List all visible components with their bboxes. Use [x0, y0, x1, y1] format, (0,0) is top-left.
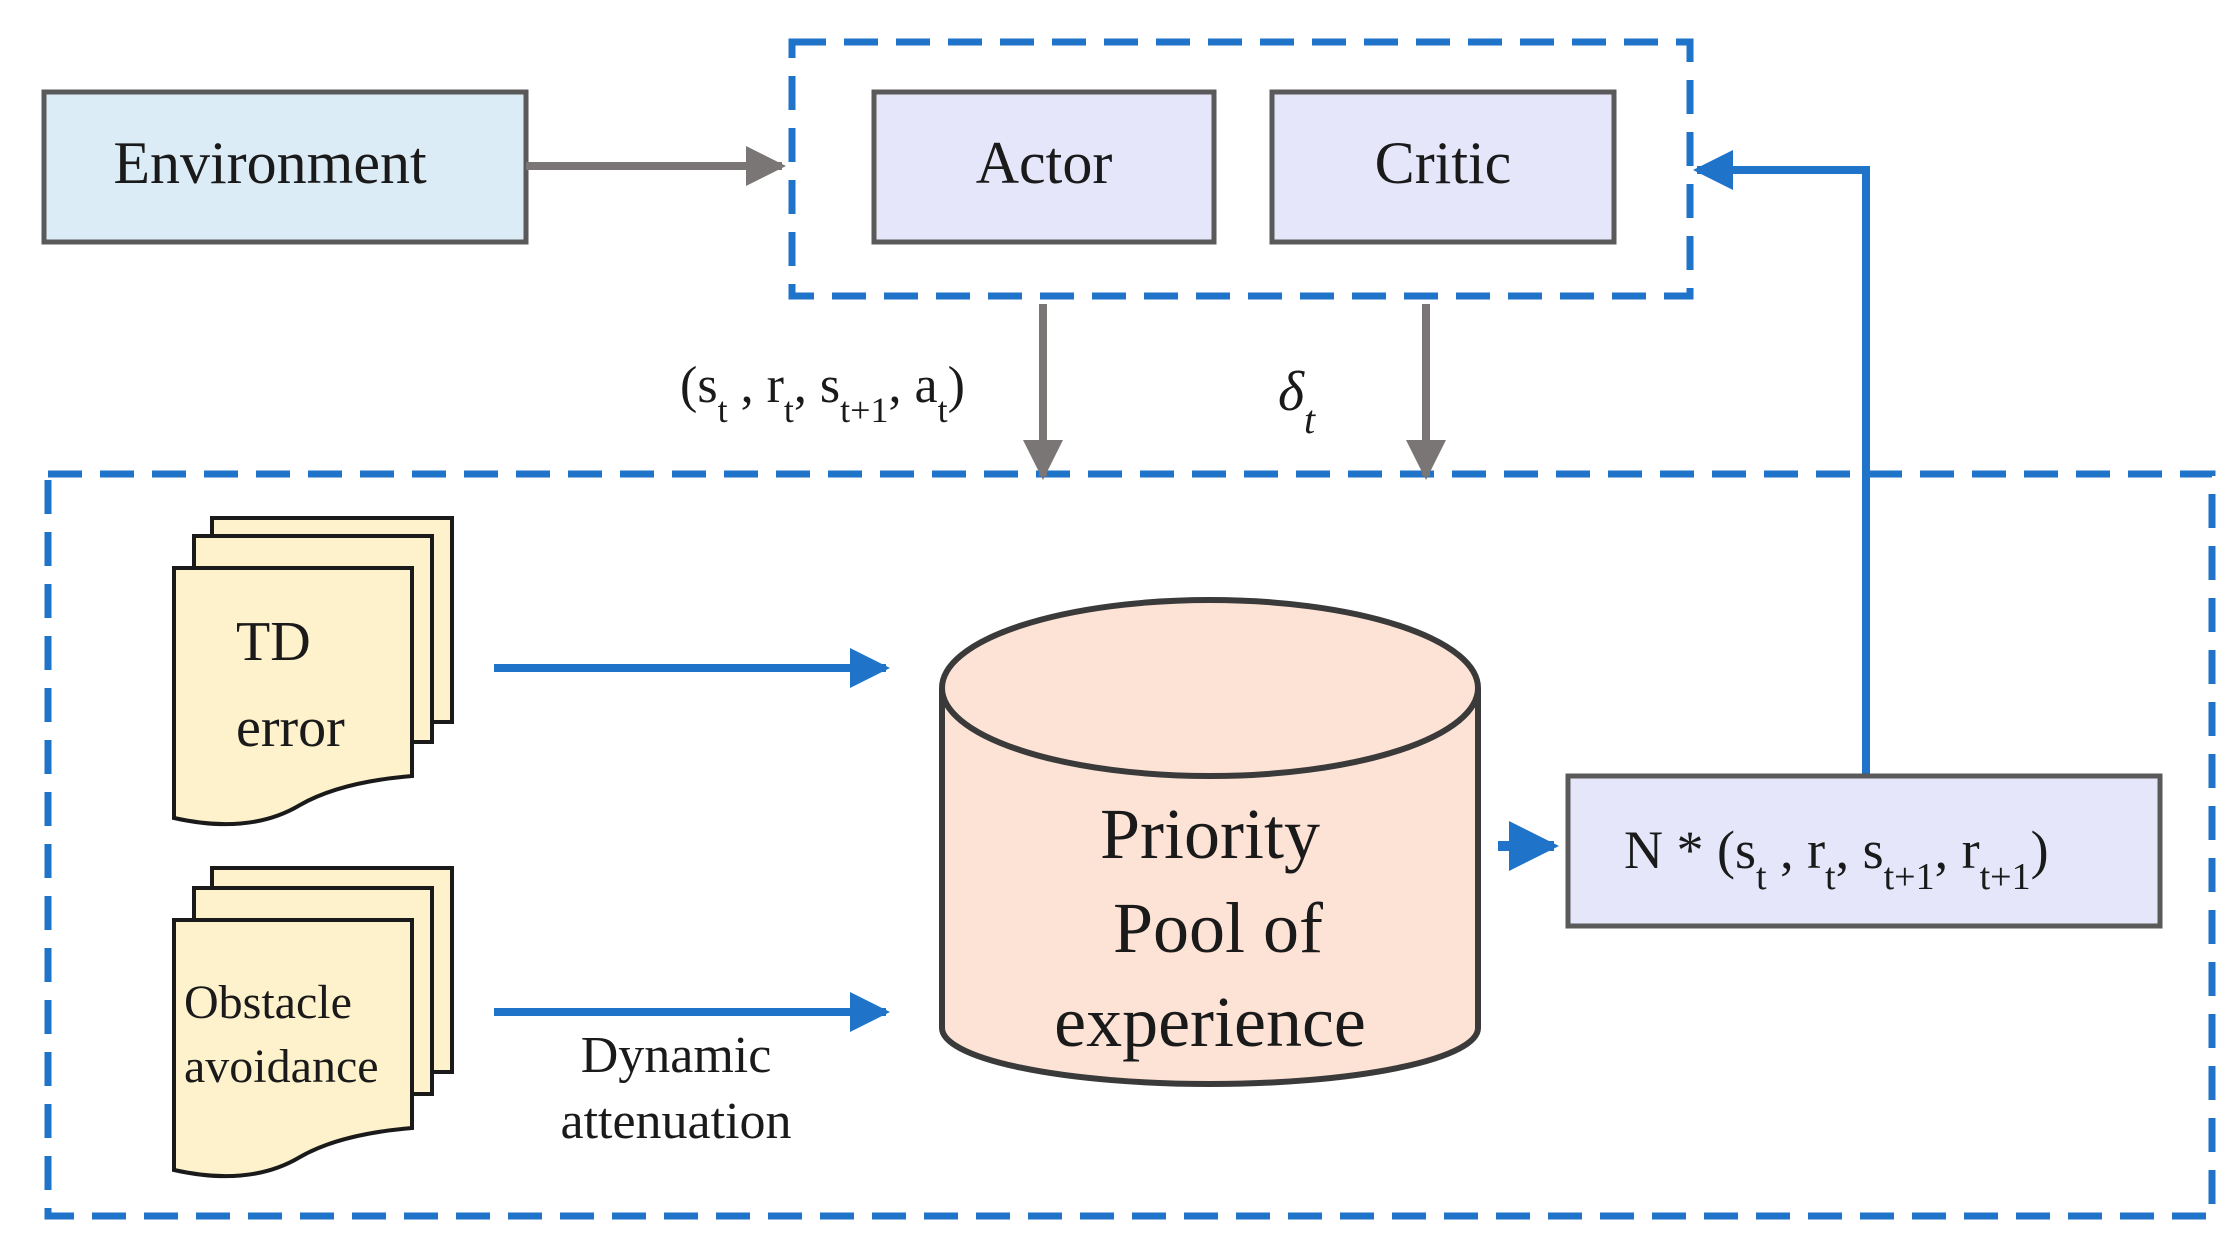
critic-node: Critic: [1269, 89, 1617, 245]
dynamic-attenuation-line-1: Dynamic: [581, 1027, 772, 1084]
sampled-batch-label: N * (st , rt, st+1, rt+1): [1624, 820, 2049, 898]
agent-container: [788, 38, 1694, 300]
td-delta-label: δt: [1278, 361, 1316, 442]
critic-label: Critic: [1375, 130, 1512, 196]
pool-line-2: Pool of: [1113, 888, 1323, 968]
pool-line-1: Priority: [1100, 794, 1320, 874]
actor-node: Actor: [871, 89, 1217, 245]
obstacle-line-2: avoidance: [184, 1040, 379, 1093]
sampled-batch-node: N * (st , rt, st+1, rt+1): [1565, 773, 2163, 929]
environment-label: Environment: [113, 130, 427, 196]
td-error-line-1: TD: [236, 611, 311, 673]
replay-container: [44, 470, 2216, 1220]
transition-tuple-label: (st , rt, st+1, at): [680, 357, 965, 430]
obstacle-line-1: Obstacle: [184, 976, 352, 1029]
actor-label: Actor: [976, 130, 1113, 196]
feedback-arrow: [1693, 150, 1870, 776]
td-error-document: TD error: [172, 516, 454, 827]
td-error-line-2: error: [236, 697, 345, 759]
environment-node: Environment: [41, 89, 529, 245]
priority-pool-cylinder: Priority Pool of experience: [939, 597, 1481, 1087]
pool-line-3: experience: [1054, 982, 1366, 1062]
dynamic-attenuation-line-2: attenuation: [560, 1093, 791, 1150]
obstacle-avoidance-document: Obstacle avoidance: [172, 866, 454, 1179]
